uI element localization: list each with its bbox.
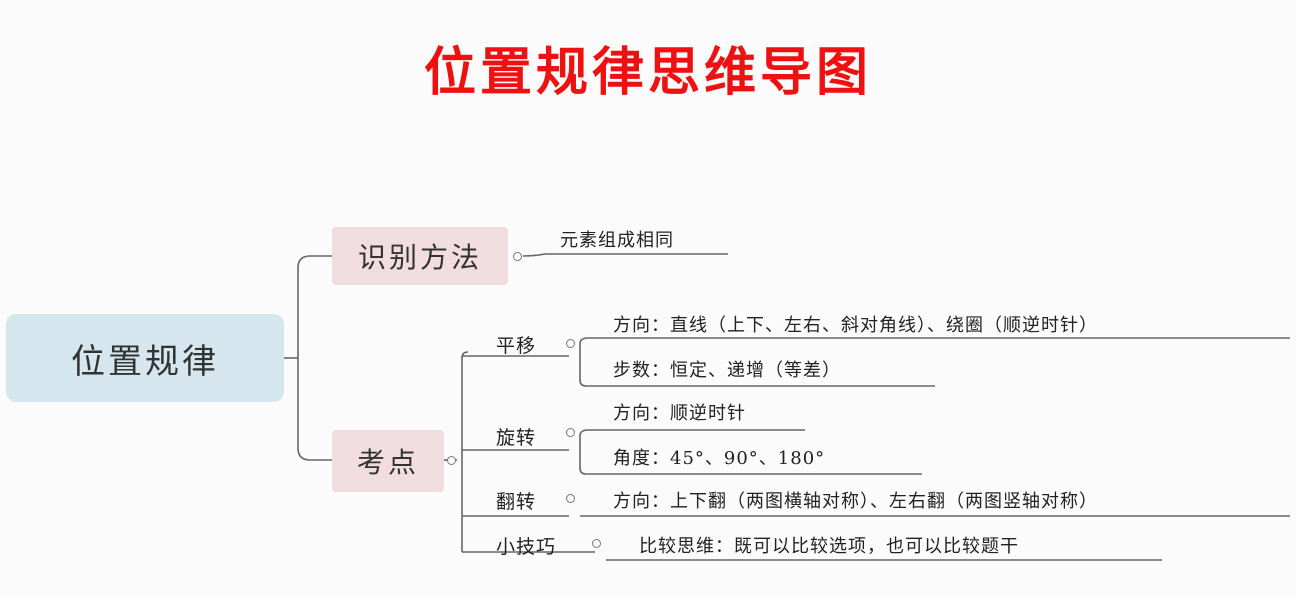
collapse-knob-points[interactable] — [447, 456, 456, 465]
xuanzhuan-bracket — [579, 436, 587, 475]
leaf-pingyi-2: 步数：恒定、递增（等差） — [613, 360, 841, 381]
leaf-jiqiao-1: 比较思维：既可以比较选项，也可以比较题干 — [639, 536, 1019, 557]
leaf-xuanzhuan-1: 方向：顺逆时针 — [613, 403, 746, 424]
identify-leaf-line — [522, 253, 728, 257]
branch-node-identify: 识别方法 — [332, 227, 508, 285]
collapse-knob-xuanzhuan[interactable] — [566, 428, 575, 437]
group-label-fanzhuan: 翻转 — [496, 491, 537, 513]
collapse-knob-jiqiao[interactable] — [592, 539, 601, 548]
pingyi-bracket — [579, 344, 587, 387]
collapse-knob-identify[interactable] — [513, 252, 522, 261]
collapse-knob-fanzhuan[interactable] — [566, 494, 575, 503]
xuanzhuan-leaf-1-line — [579, 429, 805, 437]
leaf-fanzhuan-1: 方向：上下翻（两图横轴对称）、左右翻（两图竖轴对称） — [613, 491, 1098, 512]
leaf-xuanzhuan-2: 角度：45°、90°、180° — [613, 448, 826, 469]
points-group-trunk — [461, 351, 469, 552]
leaf-identify-1: 元素组成相同 — [560, 230, 674, 251]
branch-connector-1 — [297, 255, 332, 358]
page-title: 位置规律思维导图 — [423, 42, 872, 103]
branch-connector-2 — [297, 358, 332, 461]
group-label-xuanzhuan: 旋转 — [496, 427, 537, 449]
group-label-jiqiao: 小技巧 — [496, 536, 557, 558]
collapse-knob-pingyi[interactable] — [566, 339, 575, 348]
branch-node-points: 考点 — [332, 430, 444, 492]
root-node: 位置规律 — [6, 314, 284, 402]
group-label-pingyi: 平移 — [496, 335, 537, 357]
pingyi-leaf-1-line — [579, 337, 1290, 345]
leaf-pingyi-1: 方向：直线（上下、左右、斜对角线）、绕圈（顺逆时针） — [613, 315, 1098, 336]
